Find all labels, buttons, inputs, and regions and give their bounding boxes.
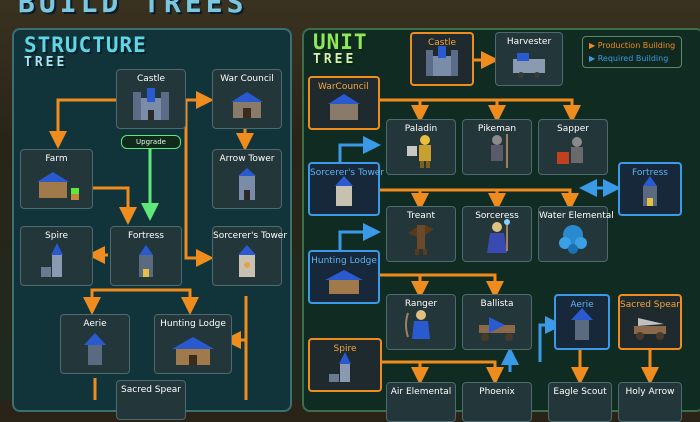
unit-node-aerie[interactable]: Aerie xyxy=(554,294,610,350)
unit-hunting-lodge-label: Hunting Lodge xyxy=(311,256,377,266)
unit-node-sorceress[interactable]: Sorceress xyxy=(462,206,532,262)
structure-node-sacred-spear[interactable]: Sacred Spear xyxy=(116,380,186,420)
unit-node-hunting-lodge[interactable]: Hunting Lodge xyxy=(308,250,380,304)
unit-node-holy-arrow[interactable]: Holy Arrow xyxy=(618,382,682,422)
sorceress-icon xyxy=(487,219,510,253)
ballista-icon xyxy=(479,317,515,341)
unit-node-sorcerers-tower[interactable]: Sorcerer's Tower xyxy=(308,162,385,216)
unit-node-ranger[interactable]: Ranger xyxy=(386,294,456,350)
harvester-icon xyxy=(513,53,545,78)
unit-sorcerers-tower-label: Sorcerer's Tower xyxy=(310,168,385,178)
upgrade-tag: Upgrade xyxy=(121,135,181,149)
unit-tree-title: UNIT TREE xyxy=(313,31,368,67)
sorceress-label: Sorceress xyxy=(475,211,519,221)
unit-node-fortress[interactable]: Fortress xyxy=(618,162,682,216)
unit-title-text: UNIT xyxy=(313,30,368,54)
fortress-icon xyxy=(139,245,153,277)
farm-label: Farm xyxy=(45,154,68,164)
unit-node-treant[interactable]: Treant xyxy=(386,206,456,262)
sacred-spear-label: Sacred Spear xyxy=(121,385,181,395)
harvester-label: Harvester xyxy=(506,37,552,47)
sorcerers-tower-icon xyxy=(238,245,256,277)
unit-spire-icon xyxy=(329,352,351,382)
unit-spire-label: Spire xyxy=(333,344,357,354)
castle-icon xyxy=(133,88,169,120)
unit-node-spire[interactable]: Spire xyxy=(308,338,382,392)
water-elemental-icon xyxy=(559,225,587,254)
banner-title: BUILD TREES xyxy=(18,0,248,19)
unit-fortress-icon xyxy=(643,176,657,206)
sapper-label: Sapper xyxy=(557,124,589,134)
structure-node-aerie[interactable]: Aerie xyxy=(60,314,130,374)
unit-node-phoenix[interactable]: Phoenix xyxy=(462,382,532,422)
treant-icon xyxy=(408,225,434,255)
phoenix-label: Phoenix xyxy=(479,387,515,397)
unit-fortress-label: Fortress xyxy=(631,168,668,178)
water-elemental-label: Water Elemental xyxy=(539,211,614,221)
unit-node-castle[interactable]: Castle xyxy=(410,32,474,86)
unit-node-harvester[interactable]: Harvester xyxy=(495,32,563,86)
ranger-icon xyxy=(405,310,430,339)
unit-subtitle-text: TREE xyxy=(313,52,357,67)
hunting-lodge-label: Hunting Lodge xyxy=(160,319,226,329)
structure-node-war-council[interactable]: War Council xyxy=(212,69,282,129)
unit-war-council-icon xyxy=(328,94,360,120)
farm-icon xyxy=(36,172,79,200)
arrow-tower-label: Arrow Tower xyxy=(219,154,275,164)
unit-node-sapper[interactable]: Sapper xyxy=(538,119,608,175)
structure-node-fortress[interactable]: Fortress xyxy=(110,226,182,286)
unit-node-eagle-scout[interactable]: Eagle Scout xyxy=(548,382,612,422)
fortress-label: Fortress xyxy=(127,231,164,241)
aerie-label: Aerie xyxy=(83,319,107,329)
unit-node-war-council[interactable]: WarCouncil xyxy=(308,76,380,130)
structure-node-arrow-tower[interactable]: Arrow Tower xyxy=(212,149,282,209)
unit-aerie-label: Aerie xyxy=(570,300,594,310)
unit-hunting-lodge-icon xyxy=(325,270,363,294)
pikeman-icon xyxy=(491,134,508,168)
unit-sacred-spear-label: Sacred Spear xyxy=(620,300,680,310)
unit-node-sacred-spear[interactable]: Sacred Spear xyxy=(618,294,682,350)
sapper-icon xyxy=(557,137,583,164)
spire-label: Spire xyxy=(45,231,68,241)
unit-war-council-label: WarCouncil xyxy=(318,82,369,92)
structure-tree-title: STRUCTURE TREE xyxy=(24,34,147,70)
spire-icon xyxy=(40,243,63,277)
war-council-icon xyxy=(231,92,263,118)
structure-subtitle-text: TREE xyxy=(24,55,68,70)
aerie-icon xyxy=(84,333,106,365)
unit-node-paladin[interactable]: Paladin xyxy=(386,119,456,175)
structure-node-castle[interactable]: Castle xyxy=(116,69,186,129)
paladin-label: Paladin xyxy=(404,124,438,134)
structure-node-hunting-lodge[interactable]: Hunting Lodge xyxy=(154,314,232,374)
unit-node-air-elemental[interactable]: Air Elemental xyxy=(386,382,456,422)
sorcerers-tower-label: Sorcerer's Tower xyxy=(213,231,288,241)
structure-node-spire[interactable]: Spire xyxy=(20,226,93,286)
eagle-scout-label: Eagle Scout xyxy=(553,387,607,397)
unit-node-ballista[interactable]: Ballista xyxy=(462,294,532,350)
unit-node-water-elemental[interactable]: Water Elemental xyxy=(538,206,614,262)
sacred-spear-icon xyxy=(634,318,666,340)
hunting-lodge-icon xyxy=(172,337,214,365)
ranger-label: Ranger xyxy=(404,299,438,309)
war-council-label: War Council xyxy=(220,74,274,84)
holy-arrow-label: Holy Arrow xyxy=(625,387,675,397)
ballista-label: Ballista xyxy=(480,299,514,309)
paladin-icon xyxy=(407,135,431,168)
legend: ▶ Production Building ▶ Required Buildin… xyxy=(582,36,682,68)
air-elemental-label: Air Elemental xyxy=(390,387,452,397)
unit-sorcerers-tower-icon xyxy=(335,176,353,206)
pikeman-label: Pikeman xyxy=(477,124,517,134)
legend-production: ▶ Production Building xyxy=(589,41,676,50)
legend-required: ▶ Required Building xyxy=(589,54,669,63)
unit-aerie-icon xyxy=(571,308,593,340)
arrow-tower-icon xyxy=(238,168,256,200)
unit-castle-icon xyxy=(426,46,458,76)
treant-label: Treant xyxy=(407,211,435,221)
castle-label: Castle xyxy=(136,74,166,84)
unit-castle-label: Castle xyxy=(427,38,457,48)
structure-node-farm[interactable]: Farm xyxy=(20,149,93,209)
structure-title-text: STRUCTURE xyxy=(24,33,147,57)
structure-node-sorcerers-tower[interactable]: Sorcerer's Tower xyxy=(212,226,288,286)
unit-node-pikeman[interactable]: Pikeman xyxy=(462,119,532,175)
